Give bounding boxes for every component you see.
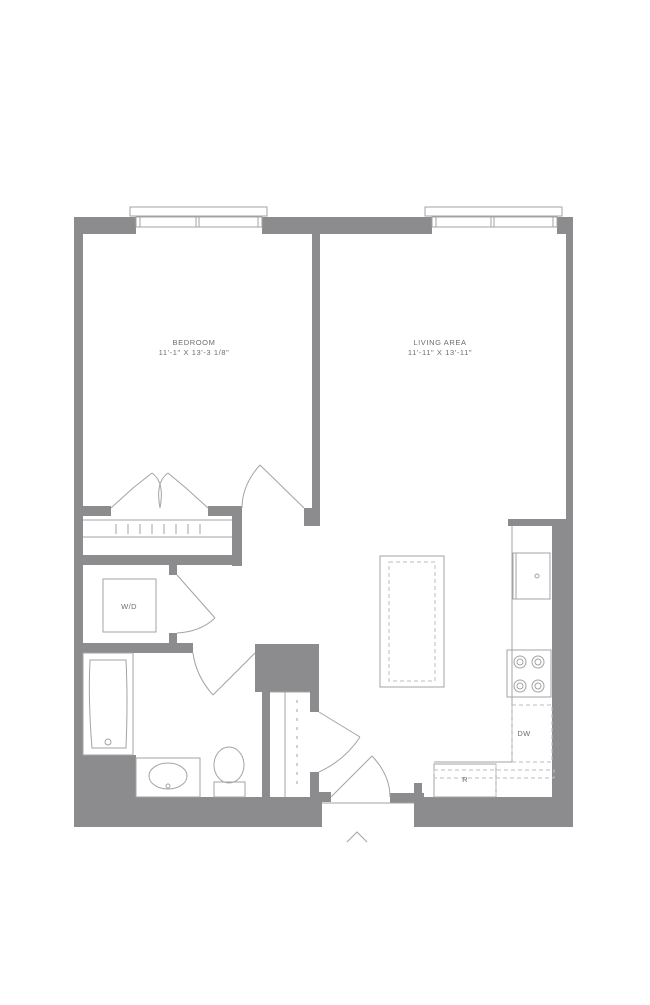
bedroom-name: BEDROOM: [173, 338, 216, 347]
entry-arrow-icon: [346, 831, 368, 843]
window-bedroom: [129, 206, 268, 228]
dishwasher-label: DW: [517, 729, 531, 738]
bedroom-door: [241, 464, 305, 509]
window-living: [424, 206, 563, 228]
bathroom: [82, 652, 256, 798]
entry-door: [322, 755, 414, 843]
walls: [74, 217, 573, 827]
bedroom-dimensions: 11'-1" X 13'-3 1/8": [159, 348, 230, 357]
laundry: W/D: [102, 574, 216, 634]
refrigerator-label: R: [462, 775, 468, 784]
kitchen-island: [379, 555, 445, 688]
kitchen-sink: [512, 552, 551, 600]
washer-dryer-label: W/D: [121, 602, 137, 611]
kitchen: DW R: [379, 526, 555, 798]
entry-closet: [270, 691, 361, 797]
bedroom-closet: [83, 472, 232, 538]
range-cooktop: [506, 649, 552, 698]
living-area-dimensions: 11'-11" X 13'-11": [408, 348, 472, 357]
living-area-name: LIVING AREA: [413, 338, 466, 347]
